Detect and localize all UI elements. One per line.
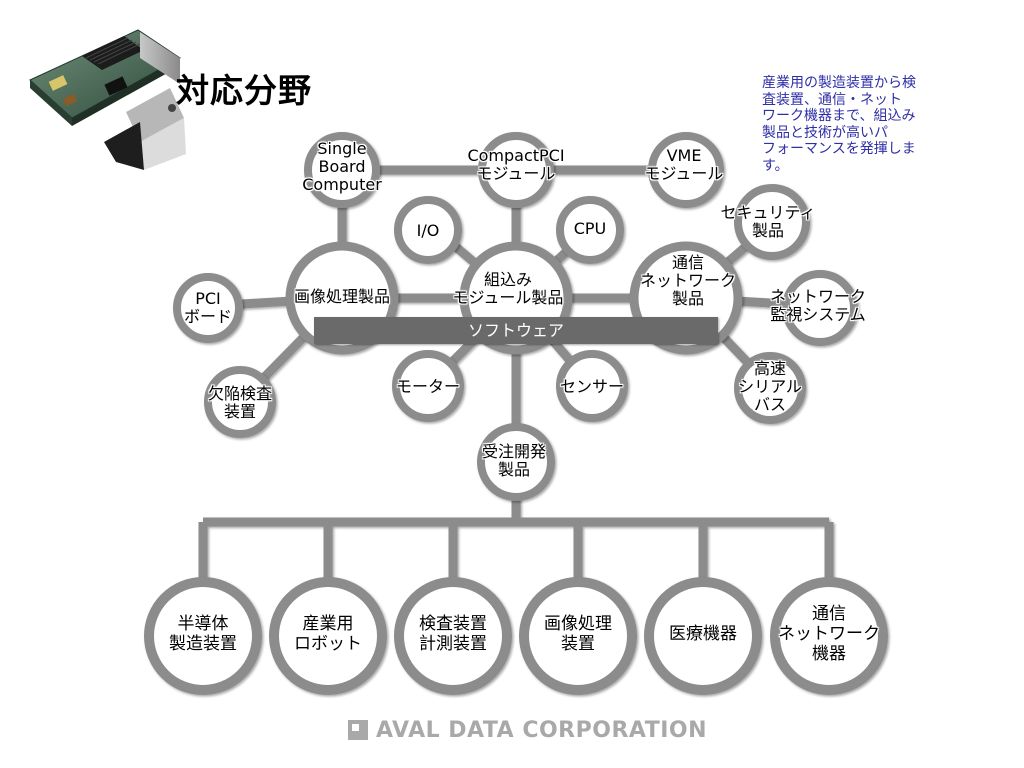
node-defect-circle (204, 366, 276, 438)
app-label-1: 半導体 製造装置 (169, 614, 237, 654)
node-cpu-circle (556, 196, 624, 264)
node-security-label: セキュリティ 製品 (720, 203, 816, 240)
node-sbc-label: Single Board Computer (302, 139, 382, 194)
company-name: AVAL DATA CORPORATION (376, 718, 708, 743)
app-label-4: 画像処理 装置 (544, 614, 612, 654)
node-sbc-circle (304, 132, 380, 208)
company-logo-icon (348, 720, 368, 740)
node-vme-circle (648, 132, 724, 208)
node-serial-label: 高速 シリアル バス (738, 359, 802, 414)
node-serial-circle (734, 352, 806, 424)
product-board-image (29, 29, 186, 170)
company-logo: AVAL DATA CORPORATION (348, 718, 707, 743)
app-label-3: 検査装置 計測装置 (419, 614, 487, 654)
node-sensor-circle (556, 350, 628, 422)
node-motor-label: モーター (395, 377, 461, 396)
app-label-5: 医療機器 (669, 624, 737, 644)
node-sensor-label: センサー (559, 377, 625, 396)
app-label-2: 産業用 ロボット (294, 614, 362, 654)
node-security-circle (734, 184, 810, 260)
app-circle-1 (144, 577, 262, 695)
node-custom-circle (477, 423, 555, 501)
node-pci-label: PCI ボード (183, 289, 233, 326)
node-pci-circle (173, 273, 243, 343)
node-embedded-label: 組込み モジュール製品 (452, 270, 564, 307)
app-circle-2 (269, 577, 387, 695)
app-circle-6 (770, 577, 888, 695)
app-circle-5 (644, 577, 762, 695)
node-monitor-circle (782, 270, 858, 346)
node-cpci-circle (478, 132, 554, 208)
software-bar: ソフトウェア (314, 317, 718, 344)
node-image-label: 画像処理製品 (293, 287, 391, 306)
node-cpu-label: CPU (573, 219, 607, 238)
node-custom-label: 受注開発 製品 (481, 442, 547, 479)
node-motor-circle (392, 350, 464, 422)
node-monitor-label: ネットワーク 監視システム (769, 287, 867, 324)
node-defect-label: 欠陥検査 装置 (207, 384, 273, 421)
app-circle-4 (519, 577, 637, 695)
node-vme-label: VME モジュール (644, 146, 724, 183)
node-cpci-label: CompactPCI モジュール (467, 146, 565, 183)
node-io-circle (394, 196, 462, 264)
node-network-label: 通信 ネットワーク 製品 (639, 253, 737, 308)
description-text: 産業用の製造装置から検 査装置、通信・ネット ワーク機器まで、組込み 製品と技術… (762, 75, 916, 174)
page-title: 対応分野 (176, 71, 312, 110)
app-circle-3 (394, 577, 512, 695)
app-label-6: 通信 ネットワーク 機器 (778, 604, 880, 664)
node-io-label: I/O (416, 221, 440, 240)
